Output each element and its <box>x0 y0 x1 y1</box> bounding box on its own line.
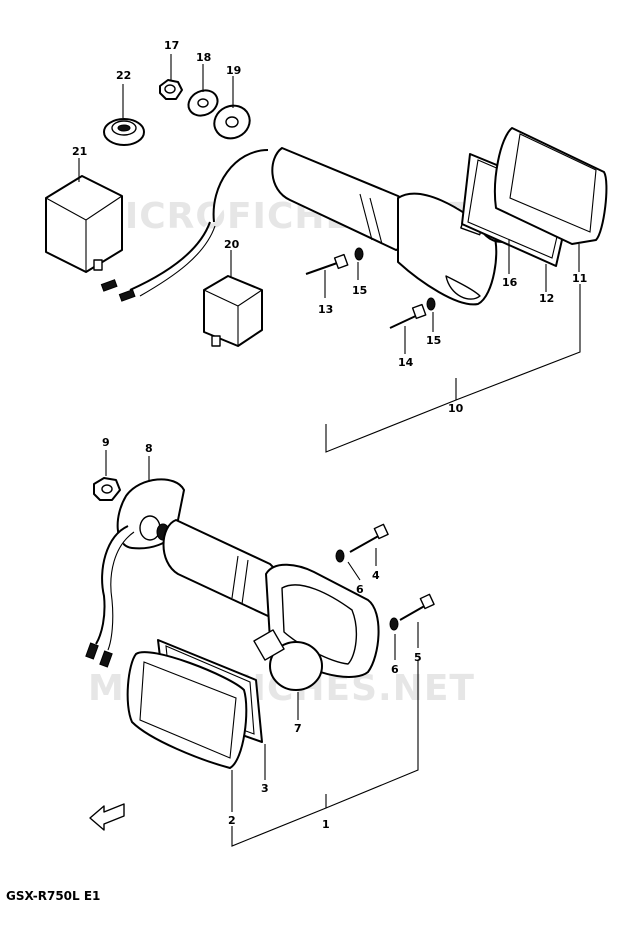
callout-4: 4 <box>372 569 380 582</box>
callout-6a: 6 <box>356 583 364 596</box>
part-13-screw <box>305 253 349 275</box>
part-19-washer <box>213 104 251 140</box>
callout-6b: 6 <box>391 663 399 676</box>
top-wire-harness <box>100 149 269 302</box>
callout-20: 20 <box>224 238 240 251</box>
bottom-leader-lines <box>105 450 419 847</box>
callout-22: 22 <box>116 69 131 82</box>
callout-10: 10 <box>448 402 464 415</box>
bottom-wire-harness <box>85 525 135 668</box>
front-direction-arrow-icon <box>89 803 125 831</box>
callout-16: 16 <box>502 276 518 289</box>
part-6-washer-a <box>335 549 345 563</box>
callout-12: 12 <box>539 292 554 305</box>
part-14-screw <box>389 303 427 329</box>
callout-7: 7 <box>294 722 302 735</box>
part-17-nut <box>159 79 183 100</box>
part-15-washer-b <box>426 297 436 311</box>
part-5-screw <box>399 593 435 621</box>
callout-3: 3 <box>261 782 269 795</box>
part-11-lens <box>493 127 608 245</box>
callout-2: 2 <box>228 814 236 827</box>
part-22-grommet <box>103 118 145 146</box>
callout-labels: 17 18 19 22 21 20 13 15 14 15 16 12 11 1… <box>72 39 587 831</box>
callout-5: 5 <box>414 651 422 664</box>
callout-13: 13 <box>318 303 333 316</box>
part-21-relay <box>45 175 123 273</box>
callout-19: 19 <box>226 64 241 77</box>
top-leader-lines <box>78 54 581 453</box>
callout-15b: 15 <box>426 334 441 347</box>
callout-1: 1 <box>322 818 330 831</box>
callout-17: 17 <box>164 39 179 52</box>
callout-15a: 15 <box>352 284 367 297</box>
part-4-screw <box>349 523 389 553</box>
callout-9: 9 <box>102 436 110 449</box>
callout-21: 21 <box>72 145 87 158</box>
model-code-label: GSX-R750L E1 <box>6 889 100 903</box>
callout-14: 14 <box>398 356 414 369</box>
part-7-bulb <box>253 629 323 691</box>
callout-18: 18 <box>196 51 211 64</box>
part-6-washer-b <box>389 617 399 631</box>
part-18-washer <box>187 89 219 117</box>
part-2-lens <box>126 651 248 769</box>
callout-8: 8 <box>145 442 153 455</box>
part-9-nut <box>93 477 121 501</box>
callout-11: 11 <box>572 272 587 285</box>
part-15-washer-a <box>354 247 364 261</box>
part-20-relay <box>203 275 263 347</box>
